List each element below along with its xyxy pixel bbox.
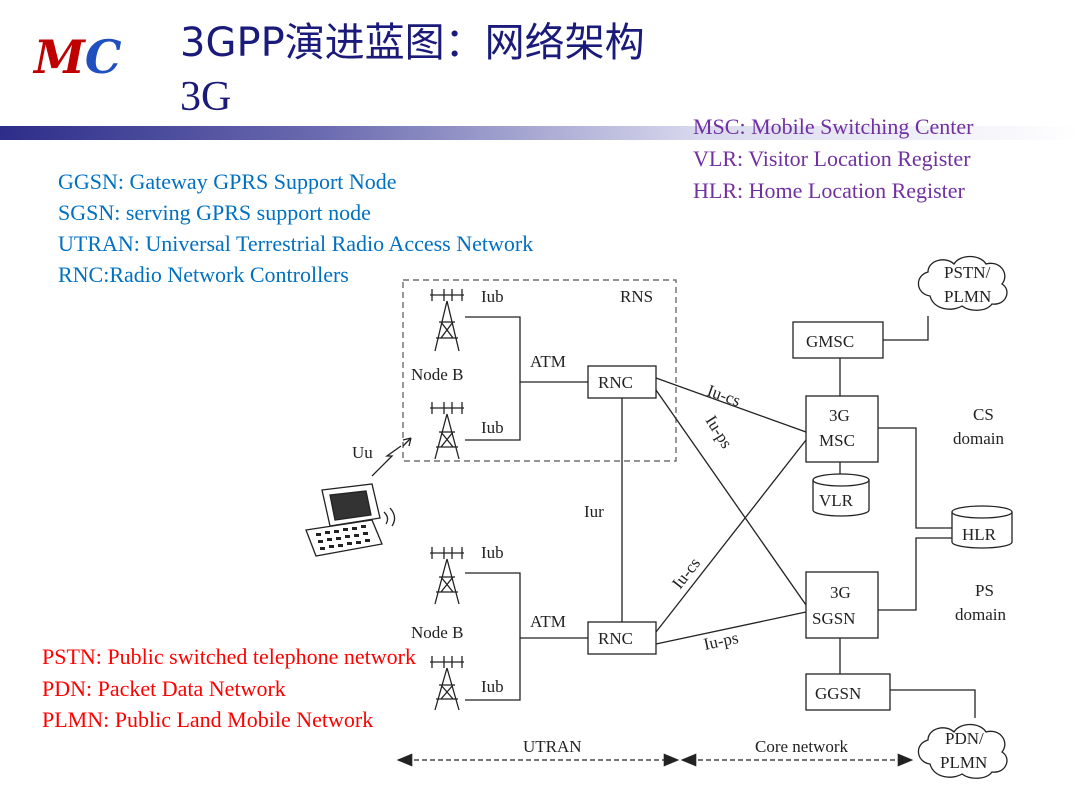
- 3g-sgsn-box: [805, 571, 879, 639]
- iub-label-2: Iub: [481, 418, 504, 437]
- iu-cs-label-1: Iu-cs: [705, 381, 743, 410]
- cs-domain-label-line1: CS: [973, 405, 994, 424]
- legend-pstn: PSTN: Public switched telephone network: [42, 644, 416, 669]
- legend-msc: MSC: Mobile Switching Center: [693, 114, 974, 139]
- vlr-database: [812, 473, 870, 517]
- hlr-label: HLR: [962, 525, 997, 544]
- antenna-icon-3: [430, 547, 464, 605]
- vlr-label: VLR: [819, 491, 854, 510]
- cs-domain-label-line2: domain: [953, 429, 1004, 448]
- rnc-label-2: RNC: [598, 629, 633, 648]
- pstn-cloud-label-line1: PSTN/: [944, 263, 991, 282]
- node-b-label-1: Node B: [411, 365, 463, 384]
- iu-ps-label-2: Iu-ps: [702, 628, 740, 654]
- iub-label-4: Iub: [481, 677, 504, 696]
- utran-label: UTRAN: [523, 737, 582, 756]
- 3g-sgsn-label-line2: SGSN: [812, 609, 855, 628]
- legend-vlr: VLR: Visitor Location Register: [693, 146, 971, 171]
- 3g-sgsn-label-line1: 3G: [830, 583, 851, 602]
- legend-pdn: PDN: Packet Data Network: [42, 676, 286, 701]
- atm-label-2: ATM: [530, 612, 566, 631]
- legend-plmn: PLMN: Public Land Mobile Network: [42, 707, 374, 732]
- radio-link-icon: [371, 445, 402, 477]
- iub-label-3: Iub: [481, 543, 504, 562]
- slide-title-line2: 3G: [180, 74, 232, 120]
- pdn-cloud-label-line1: PDN/: [945, 729, 984, 748]
- pstn-plmn-cloud: [917, 255, 1008, 311]
- 3g-msc-label-line1: 3G: [829, 406, 850, 425]
- hlr-database: [951, 505, 1013, 549]
- pdn-plmn-cloud: [917, 723, 1008, 779]
- ggsn-box: [805, 673, 891, 711]
- rnc-box-2: [587, 621, 657, 655]
- pdn-cloud-label-line2: PLMN: [940, 753, 987, 772]
- antenna-icon-1: [430, 289, 464, 352]
- antenna-icon-2: [430, 402, 464, 460]
- logo-letter-m: M: [34, 30, 85, 84]
- mobile-terminal-icon: [305, 483, 396, 557]
- antenna-icon-4: [430, 656, 464, 711]
- pstn-cloud-label-line2: PLMN: [944, 287, 991, 306]
- rnc-label-1: RNC: [598, 373, 633, 392]
- gmsc-box: [792, 321, 884, 359]
- uu-label: Uu: [352, 443, 373, 462]
- legend-ggsn: GGSN: Gateway GPRS Support Node: [58, 169, 397, 194]
- ps-domain-label-line2: domain: [955, 605, 1006, 624]
- rns-label: RNS: [620, 287, 653, 306]
- node-b-label-2: Node B: [411, 623, 463, 642]
- iu-ps-label-1: Iu-ps: [702, 412, 737, 452]
- title-divider-bar: [0, 126, 1080, 140]
- iur-label: Iur: [584, 502, 604, 521]
- rnc-box-1: [587, 365, 657, 399]
- core-network-label: Core network: [755, 737, 849, 756]
- mc-logo: MC: [34, 30, 122, 84]
- iu-cs-label-2: Iu-cs: [668, 554, 704, 592]
- logo-letter-c: C: [84, 30, 122, 84]
- legend-utran: UTRAN: Universal Terrestrial Radio Acces…: [58, 231, 534, 256]
- 3g-msc-box: [805, 395, 879, 463]
- rns-boundary: [402, 279, 677, 462]
- iub-label-1: Iub: [481, 287, 504, 306]
- legend-rnc: RNC:Radio Network Controllers: [58, 262, 349, 287]
- ggsn-label: GGSN: [815, 684, 861, 703]
- slide-title-line1: 3GPP演进蓝图：网络架构: [180, 20, 645, 66]
- ps-domain-label-line1: PS: [975, 581, 994, 600]
- legend-sgsn: SGSN: serving GPRS support node: [58, 200, 371, 225]
- 3g-msc-label-line2: MSC: [819, 431, 855, 450]
- gmsc-label: GMSC: [806, 332, 854, 351]
- legend-hlr: HLR: Home Location Register: [693, 178, 965, 203]
- atm-label-1: ATM: [530, 352, 566, 371]
